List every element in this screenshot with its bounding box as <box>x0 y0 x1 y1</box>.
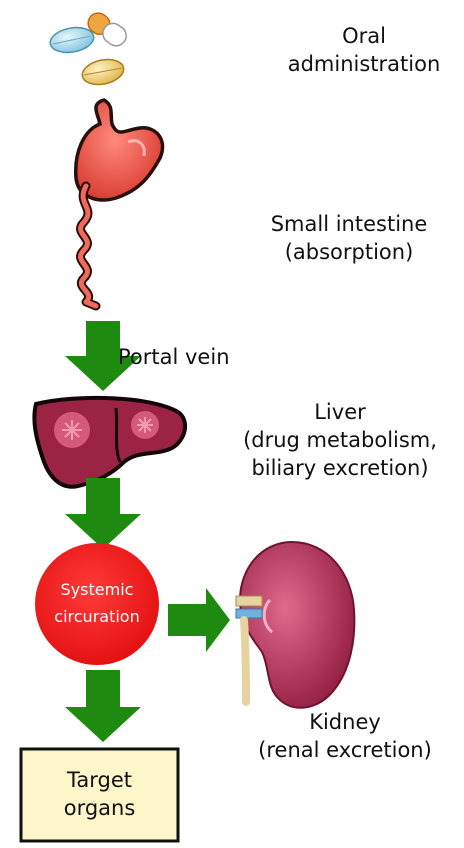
arrow-circulation-to-target <box>65 670 141 742</box>
stomach-intestine-icon <box>76 100 163 306</box>
label-liver: Liver(drug metabolism,biliary excretion) <box>224 398 456 482</box>
label-portal-vein: Portal vein <box>118 343 268 371</box>
pill-capsules-icon <box>48 9 130 88</box>
kidney-icon <box>236 542 354 708</box>
arrow-circulation-to-kidney <box>168 588 230 652</box>
arrow-liver-to-circulation <box>65 478 141 549</box>
liver-icon <box>34 398 185 487</box>
label-kidney: Kidney(renal excretion) <box>236 708 454 764</box>
label-small-intestine: Small intestine(absorption) <box>244 210 454 266</box>
